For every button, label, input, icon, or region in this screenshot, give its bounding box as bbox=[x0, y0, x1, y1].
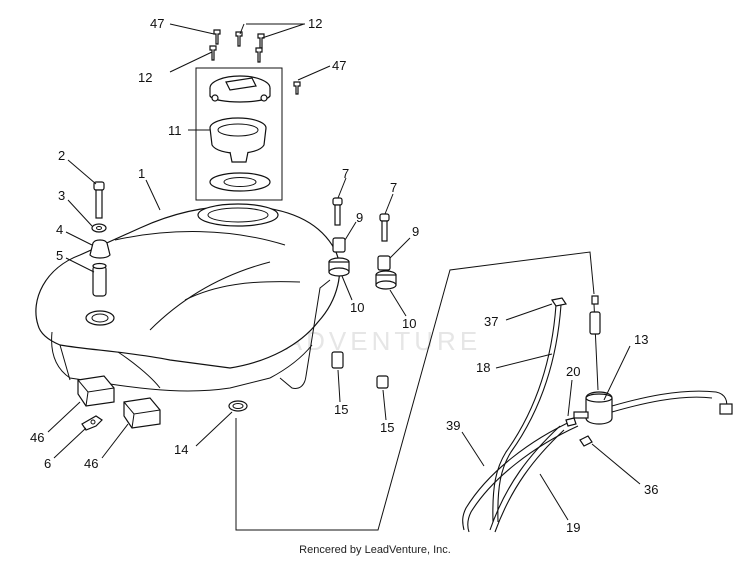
assembly-connector-line bbox=[235, 251, 595, 531]
fuel-cap-assembly bbox=[195, 67, 283, 201]
foam-pad-left bbox=[77, 375, 115, 407]
callout-9-right: 9 bbox=[412, 224, 419, 239]
callout-1: 1 bbox=[138, 166, 145, 181]
leader-lines bbox=[47, 23, 641, 521]
callout-14: 14 bbox=[174, 442, 188, 457]
vent-hose bbox=[492, 304, 562, 523]
callout-36: 36 bbox=[644, 482, 658, 497]
hose-clip-valve bbox=[565, 417, 577, 427]
cushion-right bbox=[376, 375, 389, 389]
callout-10-right: 10 bbox=[402, 316, 416, 331]
callout-4: 4 bbox=[56, 222, 63, 237]
callout-labels: 47 12 12 47 11 2 1 3 4 5 7 7 9 9 10 10 3… bbox=[30, 16, 658, 535]
overflow-hose bbox=[489, 425, 565, 533]
callout-10-left: 10 bbox=[350, 300, 364, 315]
fuel-hose bbox=[462, 419, 579, 533]
callout-3: 3 bbox=[58, 188, 65, 203]
hose-clip-lower bbox=[579, 435, 593, 447]
cap-assembly-box bbox=[195, 67, 283, 201]
bolt-right bbox=[379, 213, 390, 242]
callout-11: 11 bbox=[168, 123, 182, 138]
callout-13: 13 bbox=[634, 332, 648, 347]
callout-47-top: 47 bbox=[150, 16, 164, 31]
spacer-right bbox=[377, 255, 391, 271]
callout-2: 2 bbox=[58, 148, 65, 163]
callout-18: 18 bbox=[476, 360, 490, 375]
cushion-left bbox=[331, 351, 344, 369]
spacer-left bbox=[332, 237, 346, 253]
callout-7-left: 7 bbox=[342, 166, 349, 181]
callout-47-right: 47 bbox=[332, 58, 346, 73]
collar-sleeve bbox=[92, 262, 107, 297]
callout-5: 5 bbox=[56, 248, 63, 263]
callout-7-right: 7 bbox=[390, 180, 397, 195]
damper-left bbox=[328, 257, 350, 277]
mount-bolt bbox=[93, 181, 105, 219]
footer-credit: Rencered by LeadVenture, Inc. bbox=[299, 544, 451, 556]
fuel-tank bbox=[35, 203, 341, 392]
cap-screws bbox=[209, 29, 301, 95]
callout-39: 39 bbox=[446, 418, 460, 433]
washer bbox=[91, 223, 107, 233]
callout-15-left: 15 bbox=[334, 402, 348, 417]
callout-12-left: 12 bbox=[138, 70, 152, 85]
fuel-valve bbox=[573, 295, 733, 425]
damper-right bbox=[375, 270, 397, 290]
callout-46-right: 46 bbox=[84, 456, 98, 471]
grommet bbox=[89, 239, 111, 259]
callout-46-left: 46 bbox=[30, 430, 44, 445]
hose-clamp bbox=[228, 400, 248, 412]
bolt-left bbox=[332, 197, 343, 226]
bracket-clip bbox=[81, 415, 103, 431]
callout-20: 20 bbox=[566, 364, 580, 379]
callout-9-left: 9 bbox=[356, 210, 363, 225]
callout-6: 6 bbox=[44, 456, 51, 471]
callout-12-top: 12 bbox=[308, 16, 322, 31]
callout-15-right: 15 bbox=[380, 420, 394, 435]
callout-37: 37 bbox=[484, 314, 498, 329]
hose-clip-top bbox=[551, 297, 567, 307]
callout-19: 19 bbox=[566, 520, 580, 535]
foam-pad-right bbox=[123, 397, 161, 429]
